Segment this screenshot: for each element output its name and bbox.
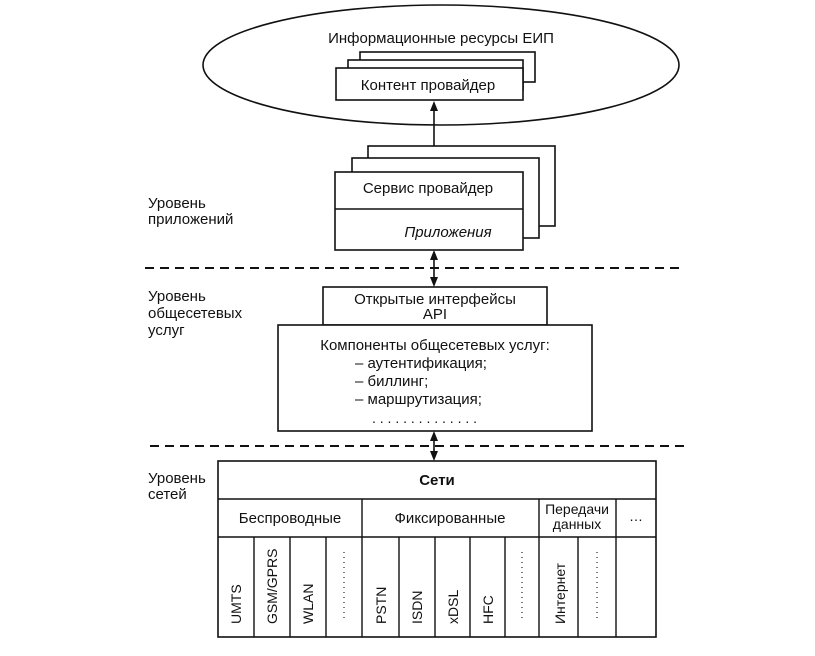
applications-label: Приложения: [404, 224, 491, 241]
networks-table: [217, 460, 657, 638]
content-provider-label: Контент провайдер: [361, 77, 496, 94]
service-provider-stack: [334, 145, 556, 251]
network-column-hfc: HFC: [480, 595, 496, 624]
network-column-isdn: ISDN: [409, 591, 425, 624]
group-fixed: Фиксированные: [395, 510, 506, 527]
networks-title: Сети: [419, 472, 455, 489]
component-item: – биллинг;: [355, 373, 428, 390]
group-data-line2: данных: [553, 516, 601, 532]
network-column-gsm-gprs: GSM/GPRS: [264, 549, 280, 624]
group-data-line1: Передачи: [545, 501, 609, 517]
api-label-line1: Открытые интерфейсы: [354, 291, 516, 308]
services-level-label-line1: Уровень: [148, 288, 206, 305]
api-label-line2: API: [423, 306, 447, 323]
components-title: Компоненты общесетевых услуг:: [320, 337, 550, 354]
network-column-xdsl: xDSL: [445, 590, 461, 624]
group-more: …: [629, 508, 643, 524]
arrow-components-networks: [430, 431, 438, 461]
services-level-label-line3: услуг: [148, 322, 185, 339]
arrow-apps-api: [430, 250, 438, 287]
services-level-label-line2: общесетевых: [148, 305, 243, 322]
service-provider-label: Сервис провайдер: [363, 180, 493, 197]
components-box: [277, 324, 593, 432]
network-column-pstn: PSTN: [373, 587, 389, 624]
network-column-internet: Интернет: [552, 562, 568, 624]
api-box: [322, 286, 548, 326]
app-level-label-line2: приложений: [148, 211, 233, 228]
app-level-label-line1: Уровень: [148, 195, 206, 212]
resources-title: Информационные ресурсы ЕИП: [328, 30, 554, 47]
networks-level-label-line2: сетей: [148, 486, 187, 503]
network-column-umts: UMTS: [228, 584, 244, 624]
networks-level-label-line1: Уровень: [148, 470, 206, 487]
group-wireless: Беспроводные: [239, 510, 341, 527]
content-provider-stack: [335, 51, 536, 101]
components-ellipsis: . . . . . . . . . . . . . .: [372, 410, 477, 426]
component-item: – маршрутизация;: [355, 391, 482, 408]
component-item: – аутентификация;: [355, 355, 487, 372]
network-column-wlan: WLAN: [300, 584, 316, 624]
